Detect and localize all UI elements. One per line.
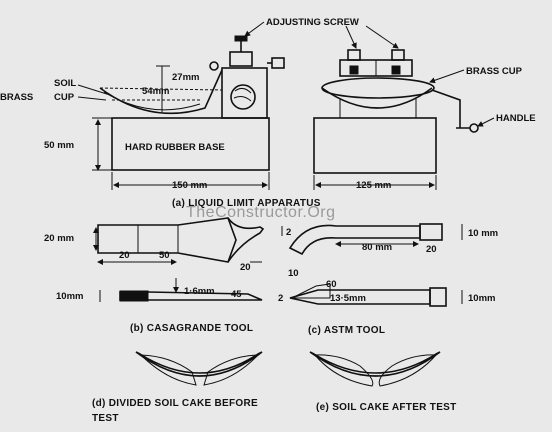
dim-150mm: 150 mm bbox=[172, 180, 207, 191]
casagrande-tool-plan bbox=[97, 217, 237, 263]
cam-housing bbox=[221, 67, 268, 119]
dim-125mm: 125 mm bbox=[356, 180, 391, 191]
dim-1-6mm: 1·6mm bbox=[184, 286, 215, 297]
base-front bbox=[313, 117, 437, 174]
brass-cup-label: BRASS CUP bbox=[466, 66, 523, 77]
cup-label: CUP bbox=[54, 92, 75, 103]
dim-2-c: 2 bbox=[278, 293, 283, 304]
adjusting-screw-label: ADJUSTING SCREW bbox=[266, 17, 359, 28]
soil-cake-before: (d) DIVIDED SOIL CAKE BEFORE TEST bbox=[92, 351, 263, 424]
base-label: HARD RUBBER BASE bbox=[125, 142, 225, 153]
caption-c: (c) ASTM TOOL bbox=[308, 325, 385, 336]
dim-45: 45 bbox=[231, 289, 242, 300]
dim-2: 2 bbox=[286, 227, 291, 238]
soil-label: SOIL bbox=[54, 78, 76, 89]
dim-10mm-b: 10mm bbox=[56, 291, 83, 302]
dim-20-c: 20 bbox=[426, 244, 437, 255]
casagrande-tool: 20 mm 20 50 20 2 10mm 1·6mm 45 (b) CASAG… bbox=[44, 217, 291, 334]
dim-13-5mm: 13·5mm bbox=[330, 293, 366, 304]
dim-80mm: 80 mm bbox=[362, 242, 392, 253]
brass-label-left: BRASS bbox=[0, 92, 33, 103]
handle-crank bbox=[431, 89, 470, 129]
caption-e: (e) SOIL CAKE AFTER TEST bbox=[316, 402, 457, 413]
hard-rubber-base bbox=[111, 117, 270, 171]
cam-wheel bbox=[230, 84, 256, 110]
dim-10-c: 10 bbox=[288, 268, 299, 279]
soil-cake-after: (e) SOIL CAKE AFTER TEST bbox=[309, 351, 457, 413]
screw-block bbox=[229, 51, 253, 67]
dim-10mm-bot: 10mm bbox=[468, 293, 495, 304]
dim-60: 60 bbox=[326, 279, 337, 290]
dim-50mm: 50 mm bbox=[44, 140, 74, 151]
dim-10mm-top: 10 mm bbox=[468, 228, 498, 239]
dim-54mm: 54mm bbox=[142, 86, 169, 97]
dim-20mm: 20 mm bbox=[44, 233, 74, 244]
dim-20-b: 20 bbox=[240, 262, 251, 273]
caption-d-line2: TEST bbox=[92, 413, 119, 424]
caption-d-line1: (d) DIVIDED SOIL CAKE BEFORE bbox=[92, 398, 258, 409]
apparatus-front-view: 125 mm BRASS CUP HANDLE bbox=[313, 49, 536, 191]
caption-b: (b) CASAGRANDE TOOL bbox=[130, 323, 253, 334]
apparatus-side-view: HARD RUBBER BASE 27mm 54mm 50 mm 150 mm … bbox=[0, 35, 285, 191]
handle-label: HANDLE bbox=[496, 113, 536, 124]
dim-50: 50 bbox=[159, 250, 170, 261]
caption-a: (a) LIQUID LIMIT APPARATUS bbox=[172, 198, 321, 209]
watermark: TheConstructor.Org bbox=[186, 204, 336, 221]
dim-27mm: 27mm bbox=[172, 72, 199, 83]
astm-tool-plan bbox=[288, 224, 421, 256]
brass-cup-front bbox=[321, 87, 433, 109]
astm-tool: 80 mm 20 10 mm 10 60 2 13·5mm 10mm (c) A… bbox=[278, 223, 498, 336]
dim-20-a: 20 bbox=[119, 250, 130, 261]
